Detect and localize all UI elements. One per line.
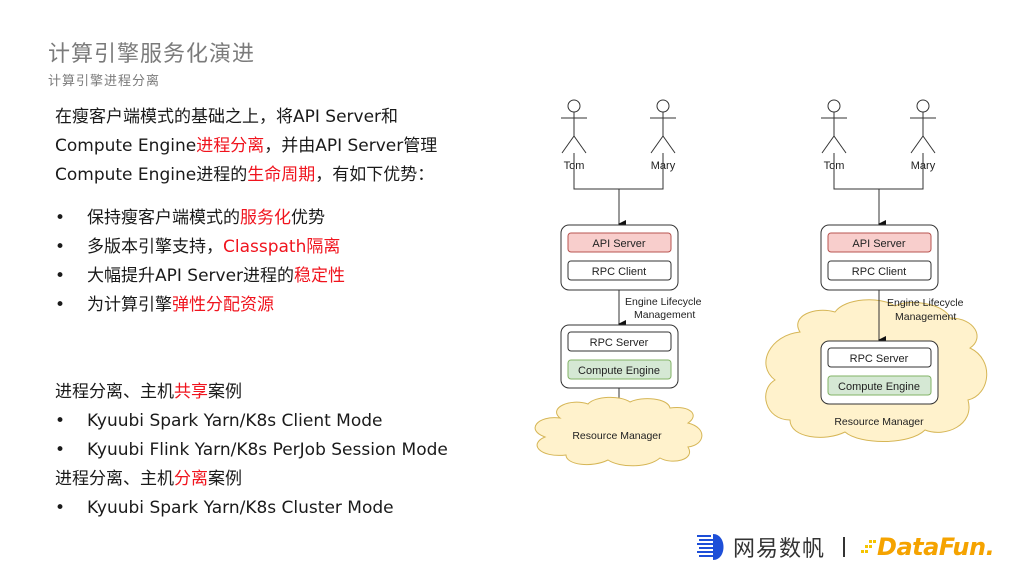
rpc-client-box bbox=[567, 260, 672, 281]
rpc-client-box bbox=[827, 260, 932, 281]
bullet-icon: • bbox=[55, 266, 66, 286]
intro-text: Compute Engine bbox=[55, 136, 197, 156]
compute-engine-box bbox=[827, 375, 932, 396]
compute-engine-label: Compute Engine bbox=[578, 365, 660, 377]
separate-cases-heading: 进程分离、主机分离案例 bbox=[55, 465, 448, 494]
user-actor-icon bbox=[821, 99, 847, 154]
rpc-server-box bbox=[827, 347, 932, 368]
intro-text: ，并由API Server管理 bbox=[264, 136, 438, 156]
user-actor-icon bbox=[561, 99, 587, 154]
page-subtitle: 计算引擎进程分离 bbox=[48, 74, 161, 89]
rpc-server-label: RPC Server bbox=[850, 353, 909, 365]
intro-paragraph: 在瘦客户端模式的基础之上，将API Server和 Compute Engine… bbox=[55, 103, 437, 190]
item-text: 多版本引擎支持， bbox=[87, 237, 223, 257]
resource-manager-cloud bbox=[534, 396, 703, 467]
item-text: 保持瘦客户端模式的 bbox=[87, 208, 240, 228]
diagram-shared-host: Tom Mary API Server RPC Client Engine Li… bbox=[534, 99, 703, 467]
resource-manager-label: Resource Manager bbox=[572, 430, 662, 442]
api-server-label: API Server bbox=[592, 238, 646, 250]
list-item: • Kyuubi Spark Yarn/K8s Client Mode bbox=[55, 407, 448, 436]
heading-highlight: 分离 bbox=[174, 469, 208, 489]
list-item: • Kyuubi Flink Yarn/K8s PerJob Session Mo… bbox=[55, 436, 448, 465]
shared-cases-heading: 进程分离、主机共享案例 bbox=[55, 378, 448, 407]
brand-divider bbox=[843, 537, 846, 557]
user-actor-icon bbox=[910, 99, 936, 154]
rpc-server-box bbox=[567, 331, 672, 352]
user-connector bbox=[833, 153, 924, 228]
item-text: Kyuubi Spark Yarn/K8s Cluster Mode bbox=[87, 498, 394, 518]
bullet-icon: • bbox=[55, 208, 66, 228]
api-server-box bbox=[567, 232, 672, 253]
item-highlight: 服务化 bbox=[240, 208, 291, 228]
list-item: • 大幅提升API Server进程的稳定性 bbox=[55, 262, 345, 291]
heading-text: 案例 bbox=[208, 469, 242, 489]
item-highlight: 弹性分配资源 bbox=[172, 295, 274, 315]
datafun-dots-icon bbox=[861, 540, 877, 553]
compute-engine-box bbox=[567, 359, 672, 380]
item-text: Kyuubi Spark Yarn/K8s Client Mode bbox=[87, 411, 383, 431]
item-text: 大幅提升API Server进程的 bbox=[87, 266, 295, 286]
page-title: 计算引擎服务化演进 bbox=[48, 42, 256, 67]
intro-line-2: Compute Engine进程分离，并由API Server管理 bbox=[55, 132, 437, 161]
item-text: Kyuubi Flink Yarn/K8s PerJob Session Mod… bbox=[87, 440, 448, 460]
diagram-separate-host: Tom Mary API Server RPC Client Engine Li… bbox=[765, 99, 988, 442]
datafun-logo: DataFun. bbox=[877, 533, 995, 561]
rpc-client-label: RPC Client bbox=[592, 266, 646, 278]
list-item: • 保持瘦客户端模式的服务化优势 bbox=[55, 204, 345, 233]
edge-label: Engine Lifecycle bbox=[625, 296, 702, 308]
list-item: • 为计算引擎弹性分配资源 bbox=[55, 291, 345, 320]
advantages-list: • 保持瘦客户端模式的服务化优势 • 多版本引擎支持，Classpath隔离 • 大幅… bbox=[55, 204, 345, 320]
resource-manager-label: Resource Manager bbox=[834, 416, 924, 428]
compute-engine-label: Compute Engine bbox=[838, 381, 920, 393]
edge-label: Engine Lifecycle bbox=[887, 297, 964, 309]
list-item: • Kyuubi Spark Yarn/K8s Cluster Mode bbox=[55, 494, 448, 523]
bullet-icon: • bbox=[55, 295, 66, 315]
intro-highlight: 进程分离 bbox=[196, 136, 265, 156]
intro-text: ，有如下优势： bbox=[315, 165, 435, 185]
heading-text: 进程分离、主机 bbox=[55, 382, 174, 402]
list-item: • 多版本引擎支持，Classpath隔离 bbox=[55, 233, 345, 262]
user-actor-icon bbox=[650, 99, 676, 154]
api-server-box bbox=[827, 232, 932, 253]
brand-name: 网易数帆 bbox=[733, 537, 826, 562]
bullet-icon: • bbox=[55, 440, 66, 460]
item-text: 优势 bbox=[291, 208, 325, 228]
netease-shufan-logo-icon bbox=[697, 534, 724, 560]
heading-text: 案例 bbox=[208, 382, 242, 402]
heading-text: 进程分离、主机 bbox=[55, 469, 174, 489]
footer-brand: 网易数帆 DataFun. bbox=[697, 530, 995, 564]
intro-line-1: 在瘦客户端模式的基础之上，将API Server和 bbox=[55, 107, 399, 127]
item-highlight: 稳定性 bbox=[294, 266, 346, 286]
intro-line-3: Compute Engine进程的生命周期，有如下优势： bbox=[55, 161, 437, 190]
bullet-icon: • bbox=[55, 498, 66, 518]
bullet-icon: • bbox=[55, 237, 66, 257]
edge-label: Management bbox=[895, 311, 956, 323]
rpc-client-label: RPC Client bbox=[852, 266, 906, 278]
heading-highlight: 共享 bbox=[174, 382, 208, 402]
intro-text: Compute Engine进程的 bbox=[55, 165, 248, 185]
bullet-icon: • bbox=[55, 411, 66, 431]
api-server-label: API Server bbox=[852, 238, 906, 250]
edge-label: Management bbox=[634, 309, 695, 321]
intro-highlight: 生命周期 bbox=[247, 165, 316, 185]
rpc-server-label: RPC Server bbox=[590, 337, 649, 349]
item-text: 为计算引擎 bbox=[87, 295, 172, 315]
user-connector bbox=[573, 153, 664, 228]
cases-section: 进程分离、主机共享案例 •Kyuubi Spark Yarn/K8s Clien… bbox=[55, 378, 448, 523]
item-highlight: Classpath隔离 bbox=[223, 237, 341, 257]
